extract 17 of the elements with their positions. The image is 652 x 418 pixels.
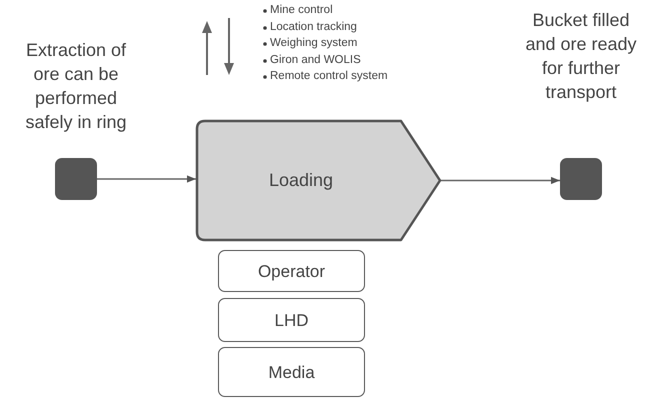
node-label: LHD [273,310,310,330]
node-label: Operator [256,260,326,282]
bullet-item: Giron and WOLIS [270,52,361,68]
bullet-item: Weighing system [270,36,358,51]
node-heading: Extraction of ore can be performed safely in ring [24,39,128,134]
resource-box [218,298,365,342]
bullet-item: Remote control system [270,69,388,84]
bullet-item: Location tracking [270,20,357,34]
resource-box [218,347,365,397]
arrow [441,176,560,184]
node-heading: Bucket filled and ore ready for further transport [524,9,638,104]
node-label: Loading [268,168,334,190]
resource-box [218,250,365,292]
process-pentagon [196,120,441,241]
node-label: Media [267,362,316,382]
arrow [97,175,196,183]
bullet-item: Mine control [270,3,333,18]
